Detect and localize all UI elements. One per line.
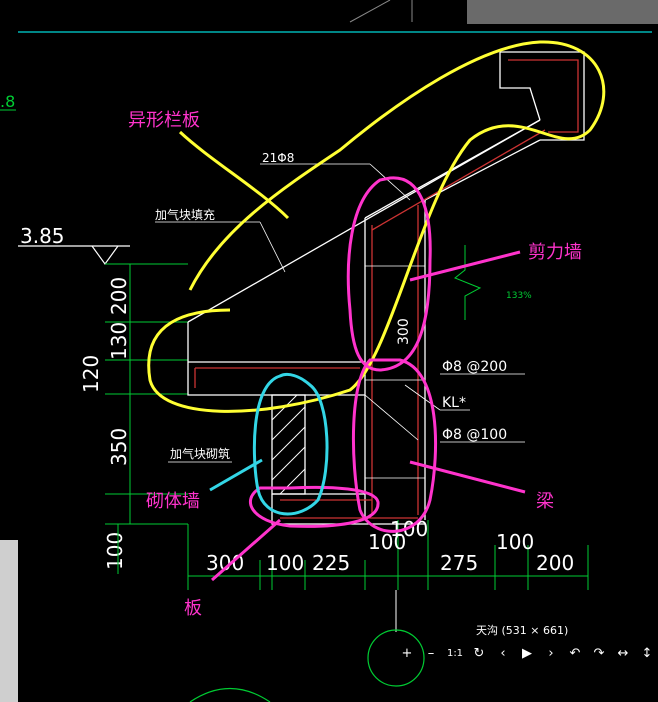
yellow-annotation-tail: [178, 130, 290, 220]
background-window-strip: [467, 0, 658, 24]
magenta-slab-loop: [248, 485, 380, 528]
hdim-100: 100: [266, 551, 304, 575]
background-window-edge: [0, 540, 18, 702]
elevation-triangle: [91, 245, 119, 266]
hdim-275: 275: [440, 551, 478, 575]
stirrup-1-label: Φ8 @200: [442, 359, 507, 375]
fit-height-icon[interactable]: ↕: [641, 646, 653, 661]
actual-size-icon[interactable]: 1:1: [446, 648, 464, 659]
vdim-130: 130: [107, 322, 131, 360]
chevron-right-icon[interactable]: ›: [548, 646, 554, 661]
vdim-120: 120: [79, 355, 103, 393]
masonry-leader: [209, 458, 263, 492]
vdim-200: 200: [107, 277, 131, 315]
faint-line-top: [349, 0, 391, 23]
minus-icon[interactable]: –: [427, 646, 435, 661]
plus-icon[interactable]: +: [401, 646, 413, 661]
hdim-300: 300: [206, 551, 244, 575]
rebar-top-label: 21Φ8: [262, 151, 294, 165]
stirrup-2-label: Φ8 @100: [442, 427, 507, 443]
undo-icon[interactable]: ↶: [569, 646, 581, 661]
image-viewer-toolbar: 天沟 (531 × 661) + – 1:1 ↻ ‹ ▶ › ↶ ↷ ↔ ↕: [388, 618, 658, 670]
redo-icon[interactable]: ↷: [593, 646, 605, 661]
beam-leader: [409, 460, 526, 494]
leader-beam-mark-diag: [404, 384, 441, 411]
axis-bubble: [367, 629, 425, 687]
viewer-title: 天沟 (531 × 661): [476, 624, 569, 637]
gutter-section-outline: [187, 51, 585, 525]
annotation-masonry-wall: 砌体墙: [146, 491, 200, 512]
annotation-special-parapet: 异形栏板: [128, 110, 200, 131]
annotation-beam: 梁: [536, 491, 554, 512]
internal-stirrups: [364, 265, 425, 479]
yellow-annotation-loop: [147, 40, 606, 413]
magenta-beam-loop: [351, 358, 438, 533]
right-small-label: 133%: [506, 291, 532, 301]
left-partial-dim: .8: [0, 92, 15, 111]
shear-wall-leader: [409, 250, 521, 282]
hdim-200: 200: [536, 551, 574, 575]
chevron-left-icon[interactable]: ‹: [500, 646, 506, 661]
annotation-slab: 板: [184, 598, 202, 619]
rotate-icon[interactable]: ↻: [473, 646, 485, 661]
annotation-shear-wall: 剪力墙: [528, 242, 582, 263]
hdim-225: 225: [312, 551, 350, 575]
vertical-dimension-chain: [105, 263, 188, 525]
leader-aac-fill-diag: [259, 221, 286, 273]
viewer-button-row: + – 1:1 ↻ ‹ ▶ › ↶ ↷ ↔ ↕: [396, 644, 658, 664]
masonry-hatch: [271, 394, 306, 495]
hdim-100c: 100: [496, 530, 534, 554]
aac-fill-label: 加气块填充: [155, 207, 215, 222]
break-mark: [454, 245, 482, 320]
vdim-100: 100: [103, 532, 127, 570]
slab-leader: [211, 518, 281, 582]
cyan-masonry-loop: [252, 372, 329, 516]
vdim-350: 350: [107, 428, 131, 466]
aac-masonry-label: 加气块砌筑: [170, 446, 230, 461]
play-icon[interactable]: ▶: [522, 646, 532, 661]
magenta-wall-loop: [346, 176, 432, 372]
hdim-100b: 100: [368, 530, 406, 554]
leader-rebar-diag: [369, 163, 411, 201]
beam-mark-label: KL*: [442, 395, 466, 411]
axis-bubble-partial: [189, 687, 271, 702]
elevation-label: 3.85: [20, 224, 65, 248]
fit-width-icon[interactable]: ↔: [617, 646, 629, 661]
rebar-lines: [194, 59, 579, 519]
wall-thickness-label: 300: [396, 318, 412, 345]
